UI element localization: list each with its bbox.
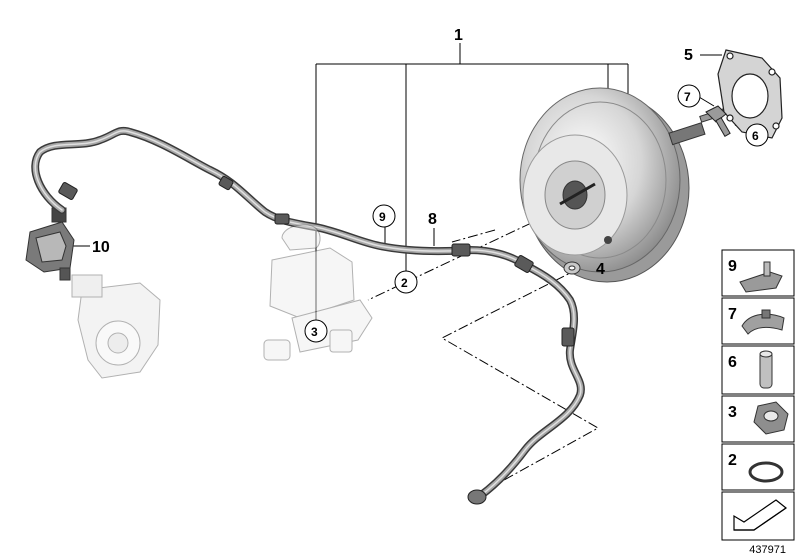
callouts: 1 5 8 10 4 9 2 3 7 6	[92, 27, 769, 343]
master-cylinder	[263, 224, 373, 361]
pin-icon	[759, 350, 773, 389]
clip-icon	[739, 261, 783, 293]
legend-num-2: 2	[728, 452, 737, 469]
legend-num-9: 9	[728, 258, 737, 275]
callout-6: 6	[752, 129, 759, 143]
callout-3: 3	[311, 325, 318, 339]
clamp-icon	[741, 309, 785, 335]
brake-booster	[519, 87, 729, 283]
gasket	[717, 49, 783, 139]
vacuum-hose	[31, 126, 585, 500]
document-number: 437971	[749, 544, 786, 556]
seal-ring	[563, 261, 581, 275]
callout-9: 9	[379, 210, 386, 224]
legend-num-3: 3	[728, 404, 737, 421]
vacuum-pump	[71, 274, 161, 379]
nut-icon	[753, 401, 789, 435]
callout-10: 10	[92, 239, 110, 256]
legend-num-6: 6	[728, 354, 737, 371]
check-valve	[25, 207, 75, 281]
callout-5: 5	[684, 47, 693, 64]
parts-legend: 9 7 6 3 2	[721, 249, 795, 541]
callout-4: 4	[596, 261, 605, 278]
clamp-and-pin	[705, 105, 731, 137]
hose-connectors	[58, 175, 575, 505]
o-ring-icon	[748, 461, 784, 483]
callout-8: 8	[428, 211, 437, 228]
callout-1: 1	[454, 27, 463, 44]
callout-7: 7	[684, 90, 691, 104]
arrow-icon	[733, 499, 788, 531]
callout-2: 2	[401, 276, 408, 290]
legend-num-7: 7	[728, 306, 737, 323]
